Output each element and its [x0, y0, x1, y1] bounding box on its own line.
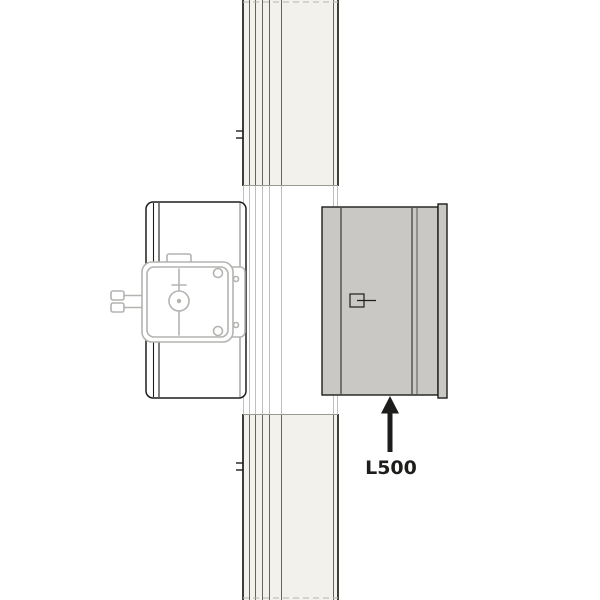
wall-section-bottom [236, 414, 339, 600]
extension-sleeve [321, 203, 448, 399]
callout-label: L500 [365, 457, 417, 479]
wall-section-top [236, 0, 339, 186]
sleeve-port [349, 293, 376, 308]
callout-arrow [381, 396, 399, 452]
damper-actuator [110, 253, 246, 343]
duct-joint-ticks-bottom [236, 462, 243, 471]
actuator-cables [110, 290, 144, 313]
sleeve-end-lip [437, 203, 448, 399]
duct-joint-ticks-top [236, 130, 243, 139]
sleeve-body [321, 206, 439, 396]
